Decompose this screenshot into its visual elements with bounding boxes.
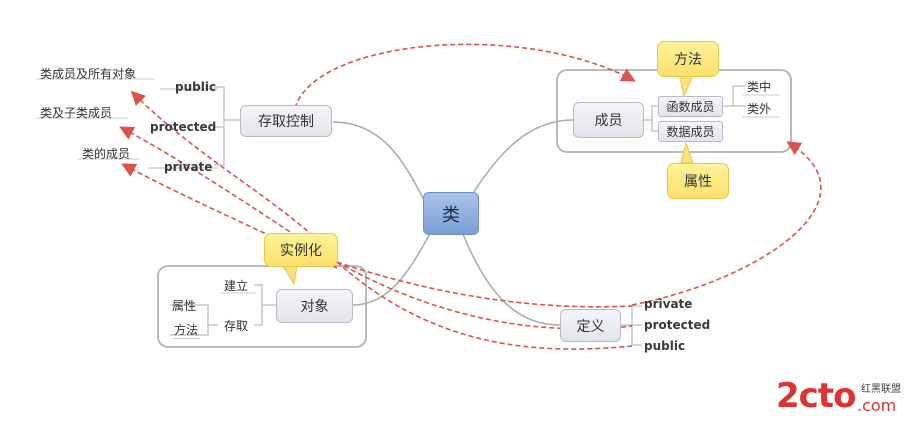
method-callout[interactable]: 方法 <box>657 41 719 77</box>
access-label: 存取 <box>224 319 249 333</box>
function-member-node[interactable]: 函数成员 <box>658 96 723 117</box>
object-node[interactable]: 对象 <box>276 289 353 323</box>
arrow-instance-to-public <box>130 90 338 259</box>
function-bracket <box>723 85 745 107</box>
central-node-class[interactable]: 类 <box>423 192 479 235</box>
access-sub-bracket <box>170 304 218 336</box>
create-label: 建立 <box>224 279 249 293</box>
object-bracket <box>254 284 276 326</box>
definition-bracket <box>621 305 642 346</box>
link-instance-public <box>336 261 633 350</box>
watermark-logo: 2cto <box>776 376 856 416</box>
definition-keyword-public: public <box>644 339 686 353</box>
access-bracket <box>214 86 240 166</box>
method-callout-pointer <box>679 77 693 98</box>
data-member-node[interactable]: 数据成员 <box>658 121 723 142</box>
access-control-node[interactable]: 存取控制 <box>240 105 332 137</box>
access-keyword-protected: protected <box>150 120 217 134</box>
definition-node[interactable]: 定义 <box>560 309 621 342</box>
arrow-private-to-members <box>631 141 822 306</box>
definition-keyword-protected: protected <box>644 318 711 332</box>
access-keyword-public: public <box>175 80 217 94</box>
arrow-instance-to-private <box>121 163 338 269</box>
private-description: 类的成员 <box>82 147 131 161</box>
instantiation-callout[interactable]: 实例化 <box>264 233 338 267</box>
outside-class-label: 类外 <box>747 102 772 116</box>
link-instance-private <box>336 261 633 308</box>
branch-members <box>469 119 574 199</box>
definition-keyword-private: private <box>644 297 693 311</box>
method-label: 方法 <box>172 323 201 339</box>
inside-class-label: 类中 <box>747 80 772 94</box>
attribute-callout[interactable]: 属性 <box>667 163 729 199</box>
protected-description: 类及子类成员 <box>40 106 113 120</box>
branch-object <box>352 229 433 306</box>
link-instance-protected <box>336 261 633 330</box>
object-group-frame <box>157 265 367 348</box>
members-bracket <box>644 105 658 132</box>
branch-access <box>332 121 433 216</box>
instance-callout-pointer <box>282 265 298 286</box>
attribute-label: 属性 <box>172 299 197 313</box>
branch-definition <box>461 231 561 326</box>
arrow-instance-to-protected <box>119 126 338 263</box>
access-keyword-private: private <box>164 160 213 174</box>
watermark-label: 红黑联盟 <box>861 384 901 395</box>
arrow-access-to-method <box>294 43 636 109</box>
watermark-domain: .com <box>857 396 897 415</box>
attribute-callout-pointer <box>680 141 694 164</box>
members-node[interactable]: 成员 <box>573 102 644 138</box>
public-description: 类成员及所有对象 <box>40 67 137 81</box>
